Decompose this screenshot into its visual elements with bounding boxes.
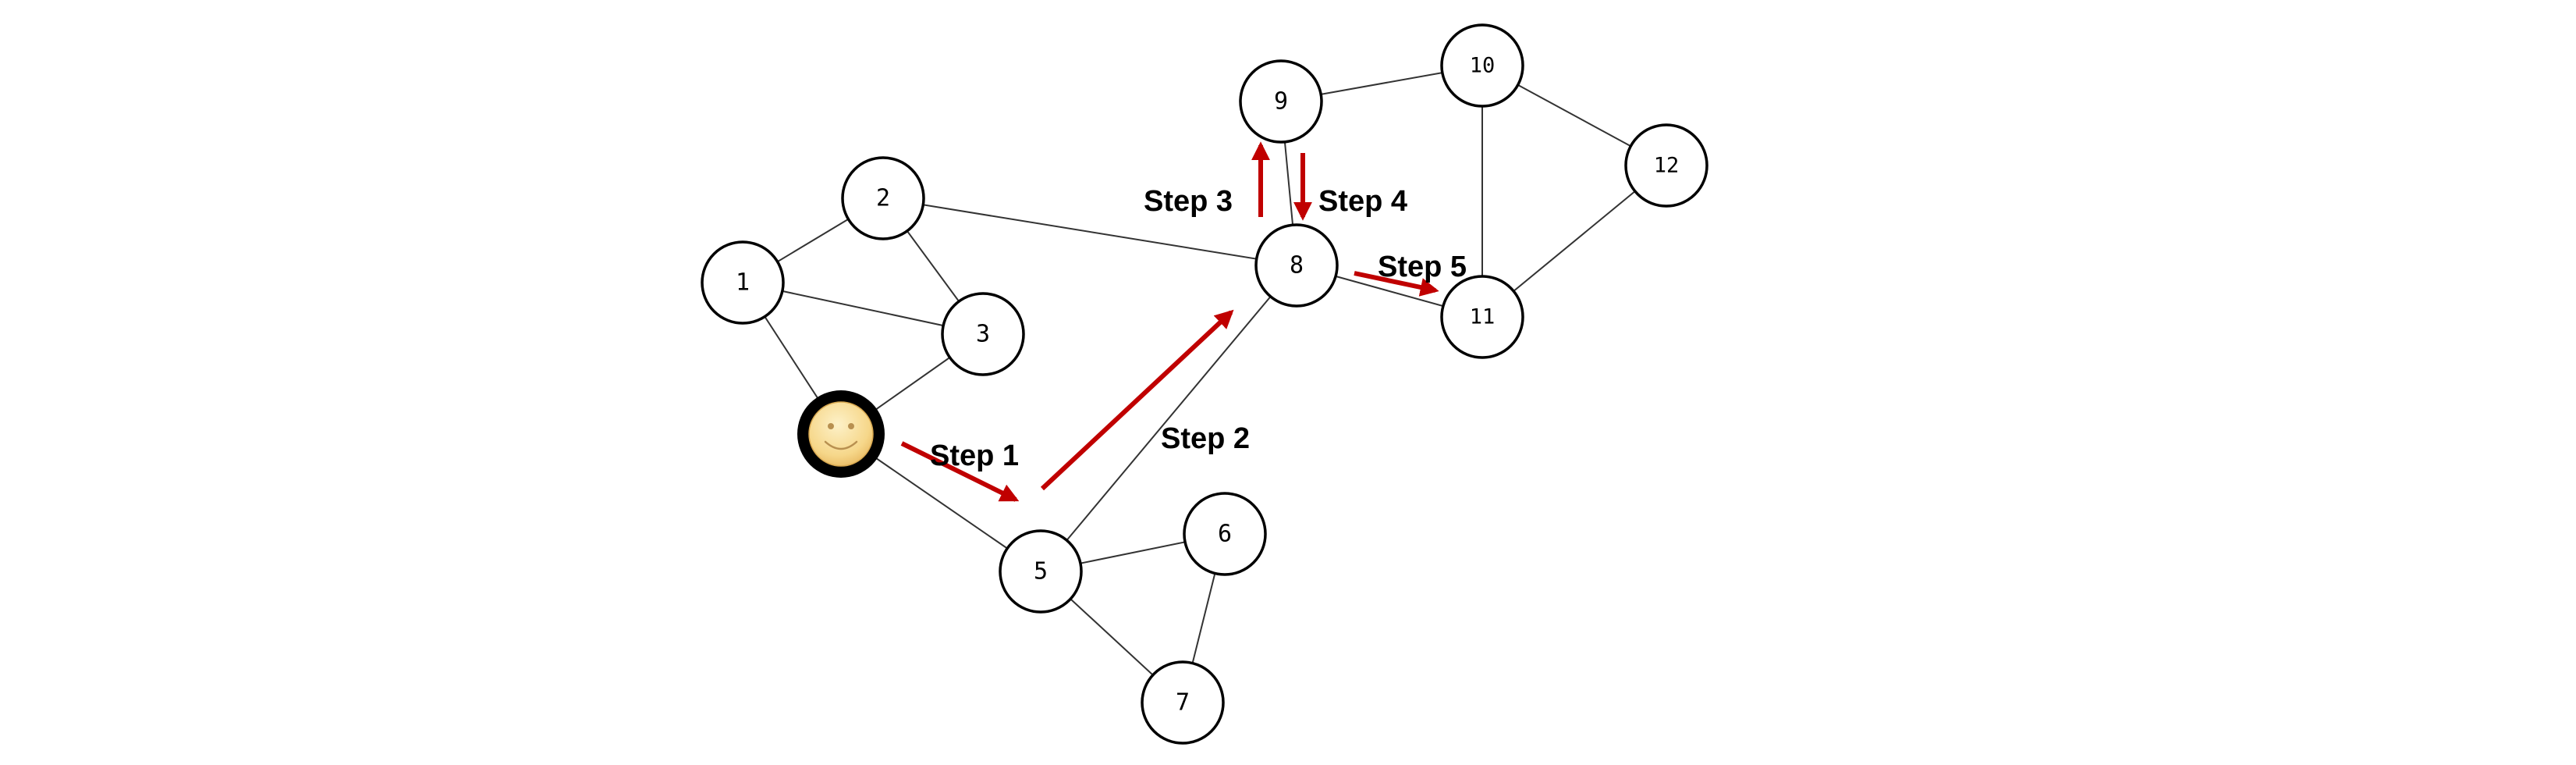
node-10: 10 (1440, 23, 1524, 108)
node-8: 8 (1254, 223, 1339, 308)
node-5: 5 (999, 529, 1083, 614)
node-circle (1254, 223, 1339, 308)
step-2-arrow (1040, 309, 1234, 491)
node-12: 12 (1624, 123, 1708, 208)
node-circle (1440, 23, 1524, 108)
node-circle (1239, 59, 1323, 144)
node-6: 6 (1183, 492, 1267, 576)
node-circle (941, 292, 1025, 376)
node-2: 2 (841, 156, 925, 240)
edge-2-8 (882, 197, 1297, 266)
node-7: 7 (1141, 660, 1225, 745)
node-circle (999, 529, 1083, 614)
step-1-label: Step 1 (930, 439, 1019, 472)
node-label: 8 (1290, 252, 1304, 279)
node-label: 7 (1176, 689, 1190, 717)
node-9: 9 (1239, 59, 1323, 144)
step-4-label: Step 4 (1318, 185, 1407, 218)
node-circle (701, 240, 785, 325)
smiley-face-icon (808, 401, 874, 467)
node-label: 6 (1218, 521, 1232, 548)
node-circle (1141, 660, 1225, 745)
node-circle (841, 156, 925, 240)
node-11: 11 (1440, 275, 1524, 359)
node-start (797, 390, 885, 478)
edge-5-8 (1040, 265, 1297, 572)
step-5-arrow (1354, 271, 1439, 297)
step-3-label: Step 3 (1144, 185, 1233, 218)
node-label: 12 (1654, 154, 1680, 178)
step-arrows-layer (900, 141, 1439, 502)
node-label: 5 (1034, 558, 1048, 585)
node-label: 10 (1470, 54, 1496, 78)
node-label: 11 (1470, 305, 1496, 329)
node-label: 1 (736, 269, 750, 297)
node-label: 3 (976, 321, 990, 348)
step-labels-layer: Step 1 Step 2 Step 3 Step 4 Step 5 (930, 185, 1467, 472)
node-label: 9 (1274, 88, 1288, 116)
node-circle (1183, 492, 1267, 576)
step-5-label: Step 5 (1378, 251, 1467, 283)
step-2-label: Step 2 (1161, 422, 1250, 455)
step-1-arrow (900, 441, 1020, 502)
node-circle (1440, 275, 1524, 359)
node-label: 2 (876, 185, 890, 212)
node-1: 1 (701, 240, 785, 325)
node-circle (1624, 123, 1708, 208)
node-3: 3 (941, 292, 1025, 376)
